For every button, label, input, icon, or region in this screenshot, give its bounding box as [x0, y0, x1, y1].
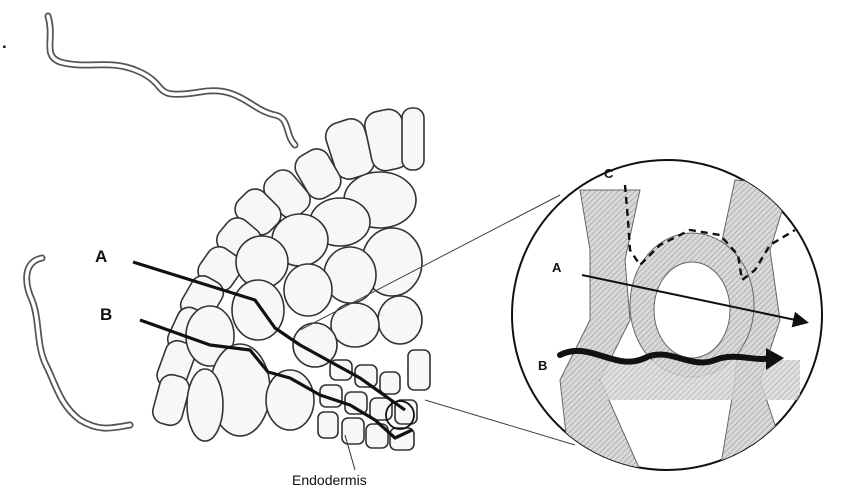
endodermis-label: Endodermis: [292, 472, 367, 488]
label-path-a: A: [95, 247, 107, 266]
bullet-mark: .: [2, 33, 7, 52]
inset-label-a: A: [552, 260, 562, 275]
root-hair-left: [27, 258, 130, 428]
magnified-inset: [512, 160, 822, 470]
root-hair-top: [48, 16, 295, 145]
label-path-b: B: [100, 305, 112, 324]
inset-label-c: C: [604, 166, 614, 181]
inset-label-b: B: [538, 358, 547, 373]
